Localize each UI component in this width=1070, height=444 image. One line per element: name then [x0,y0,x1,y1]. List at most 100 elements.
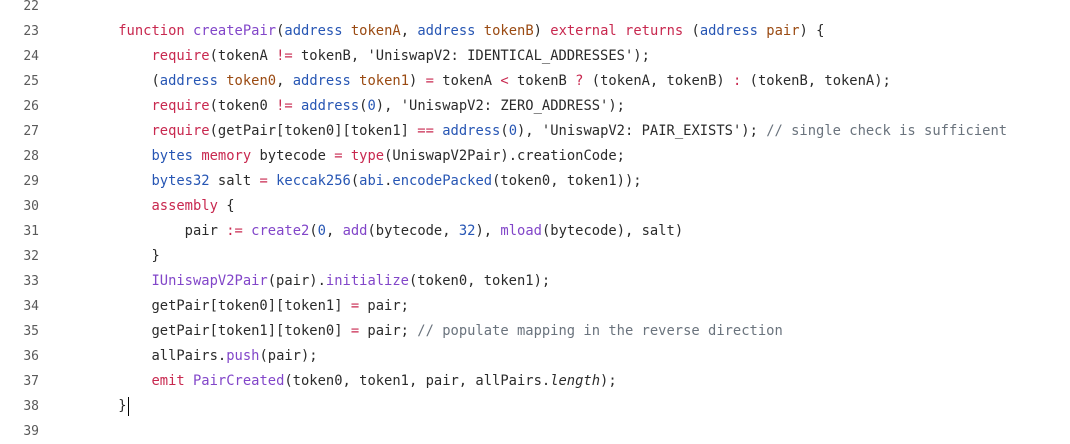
operator-token: < [500,73,509,89]
code-text: ( [276,23,285,39]
line-text: require(token0 != address(0), 'UniswapV2… [85,94,625,119]
keyword-token: external [550,23,617,39]
operator-token: != [276,98,293,114]
line-text: IUniswapV2Pair(pair).initialize(token0, … [85,269,550,294]
type-token: address [442,123,501,139]
number-token: 0 [317,223,326,239]
code-line[interactable]: 32 } [0,244,1070,269]
code-line[interactable]: 27 require(getPair[token0][token1] == ad… [0,119,1070,144]
operator-token: = [259,173,268,189]
code-text: getPair[token1][token0] [85,323,351,339]
code-line[interactable]: 31 pair := create2(0, add(bytecode, 32),… [0,219,1070,244]
code-line[interactable]: 29 bytes32 salt = keccak256(abi.encodePa… [0,169,1070,194]
code-text [343,148,351,164]
param-token: pair [766,23,800,39]
type-token: bytes [151,148,193,164]
line-number: 32 [23,249,39,264]
line-text: } [85,394,130,419]
keyword-token: memory [201,148,252,164]
code-text: ( [309,223,318,239]
code-text: allPairs. [85,348,227,364]
code-text: (pair); [259,348,318,364]
code-line[interactable]: 38 } [0,394,1070,419]
code-text: getPair[token0][token1] [85,298,351,314]
line-number: 27 [23,124,39,139]
function-token: add [342,223,368,239]
line-number: 36 [23,349,39,364]
code-text [218,73,226,89]
code-text [85,148,151,164]
code-text: (token0, token1)); [492,173,642,189]
param-token: tokenB [483,23,534,39]
line-text: require(tokenA != tokenB, 'UniswapV2: ID… [85,44,650,69]
line-number: 30 [23,199,39,214]
code-line[interactable]: 34 getPair[token0][token1] = pair; [0,294,1070,319]
code-line[interactable]: 22 [0,0,1070,19]
code-line[interactable]: 30 assembly { [0,194,1070,219]
code-line[interactable]: 36 allPairs.push(pair); [0,344,1070,369]
type-token: address [417,23,476,39]
line-number: 22 [23,0,39,14]
code-line[interactable]: 26 require(token0 != address(0), 'Uniswa… [0,94,1070,119]
type-token: keccak256 [276,173,351,189]
code-text: ( [500,123,509,139]
code-text [343,23,351,39]
code-text: (getPair[token0][token1] [209,123,418,139]
code-text: ), [475,223,501,239]
code-text [243,223,251,239]
code-text: (token0, token1); [408,273,551,289]
param-token: token0 [226,73,277,89]
code-line[interactable]: 24 require(tokenA != tokenB, 'UniswapV2:… [0,44,1070,69]
line-number: 29 [23,174,39,189]
line-text: assembly { [85,194,234,219]
line-text: (address token0, address token1) = token… [85,69,890,94]
function-token: mload [500,223,542,239]
line-number: 24 [23,49,39,64]
code-text [85,123,151,139]
operator-token: = [334,148,343,164]
line-number: 25 [23,74,39,89]
operator-token: = [350,298,360,314]
code-line[interactable]: 35 getPair[token1][token0] = pair; // po… [0,319,1070,344]
code-line[interactable]: 37 emit PairCreated(token0, token1, pair… [0,369,1070,394]
type-token: encodePacked [392,173,493,189]
operator-token: : [733,73,742,89]
code-text: (UniswapV2Pair).creationCode; [384,148,625,164]
line-text: getPair[token1][token0] = pair; // popul… [85,319,782,344]
operator-token: == [417,123,434,139]
keyword-token: require [151,48,210,64]
code-text: ), [517,123,542,139]
string-token: 'UniswapV2: ZERO_ADDRESS' [400,98,609,114]
code-text: (token0, token1, pair, allPairs. [284,373,551,389]
operator-token: = [350,323,360,339]
code-text: ); [633,48,650,64]
line-text: bytes memory bytecode = type(UniswapV2Pa… [85,144,625,169]
number-token: 32 [458,223,476,239]
comment-token: // single check is sufficient [766,123,1008,139]
line-text: pair := create2(0, add(bytecode, 32), ml… [85,219,684,244]
code-text: ); [741,123,767,139]
code-text: (pair). [267,273,326,289]
code-text: ( [350,173,360,189]
operator-token: = [425,73,434,89]
code-text: (token0 [209,98,277,114]
property-token: length [550,373,601,389]
code-line[interactable]: 25 (address token0, address token1) = to… [0,69,1070,94]
line-text: function createPair(address tokenA, addr… [85,19,824,44]
code-line[interactable]: 28 bytes memory bytecode = type(UniswapV… [0,144,1070,169]
code-line[interactable]: 33 IUniswapV2Pair(pair).initialize(token… [0,269,1070,294]
keyword-token: require [151,98,210,114]
code-text: (bytecode), salt) [541,223,684,239]
function-token: initialize [325,273,409,289]
code-text [85,198,151,214]
code-text: salt [209,173,260,189]
code-line[interactable]: 39 [0,419,1070,444]
code-text: , [276,73,293,89]
code-text: ), [375,98,401,114]
type-token: address [159,73,218,89]
code-text: pair; [359,298,409,314]
code-text: bytecode [251,148,335,164]
function-token: PairCreated [193,373,285,389]
code-line[interactable]: 23 function createPair(address tokenA, a… [0,19,1070,44]
